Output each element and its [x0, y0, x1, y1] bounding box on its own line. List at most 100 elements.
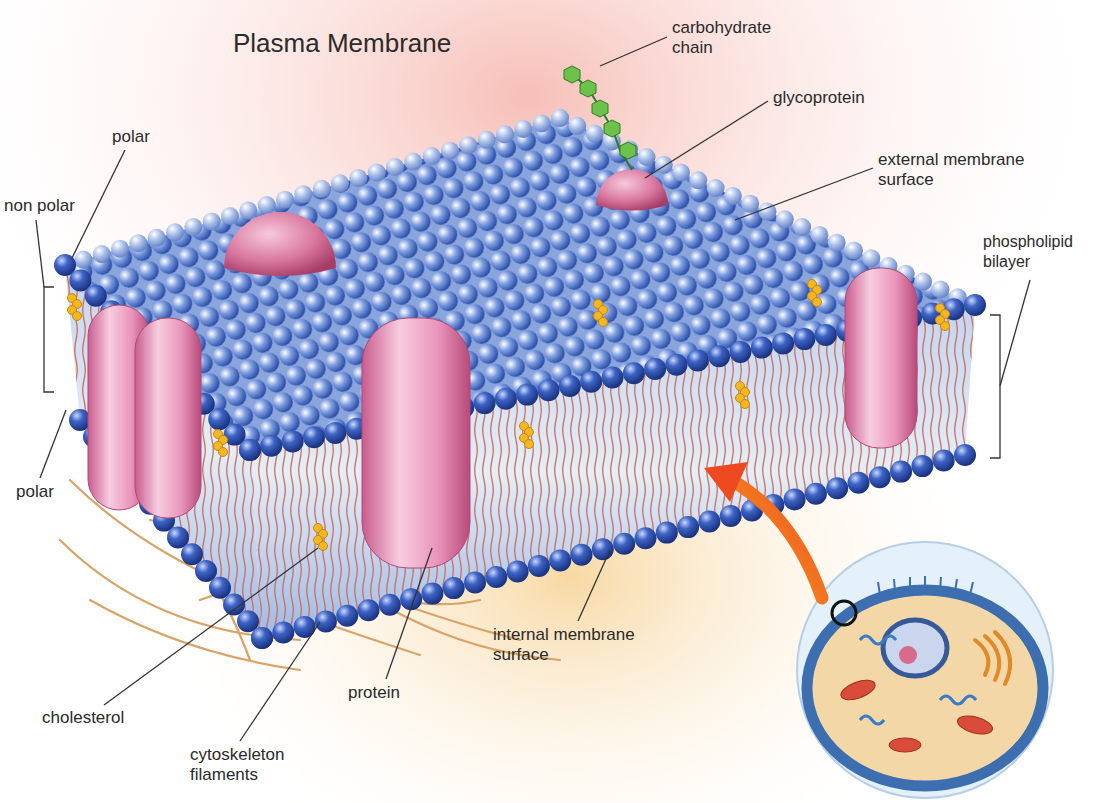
- leader-line: [600, 37, 667, 66]
- lipid-head: [655, 156, 673, 174]
- lipid-head: [810, 226, 828, 244]
- part-label: glycoprotein: [773, 88, 865, 108]
- lipid-head: [862, 249, 880, 267]
- lipid-head: [516, 384, 538, 406]
- lipid-head: [221, 207, 239, 225]
- lipid-head: [828, 234, 846, 252]
- lipid-head: [459, 136, 477, 154]
- lipid-head: [260, 435, 282, 457]
- cholesterol-molecule: [594, 300, 608, 327]
- lipid-head: [195, 560, 217, 582]
- lipid-head: [485, 566, 507, 588]
- lipid-head: [613, 533, 635, 555]
- lipid-head: [869, 466, 891, 488]
- lipid-head: [784, 488, 806, 510]
- lipid-head: [890, 461, 912, 483]
- lipid-head: [443, 577, 465, 599]
- cholesterol-molecules: [68, 280, 950, 551]
- leader-line: [36, 220, 44, 287]
- lipid-head: [203, 212, 221, 230]
- leader-line: [645, 101, 768, 178]
- lipid-head: [751, 337, 773, 359]
- membrane-slab: [65, 118, 975, 638]
- part-label: non polar: [4, 196, 75, 216]
- lipid-head: [93, 245, 111, 263]
- lipid-head: [386, 158, 404, 176]
- glycoprotein-dome: [596, 169, 668, 211]
- part-label: polar: [112, 127, 150, 147]
- part-label: cytoskeleton filaments: [190, 745, 310, 785]
- lipid-head: [85, 285, 107, 307]
- lipid-head: [933, 450, 955, 472]
- part-label: cholesterol: [42, 708, 124, 728]
- lipid-head: [672, 164, 690, 182]
- leader-line: [240, 622, 320, 741]
- nucleolus: [899, 646, 917, 664]
- lipid-head: [724, 187, 742, 205]
- lipid-head: [423, 147, 441, 165]
- lipid-head: [358, 599, 380, 621]
- lipid-head: [495, 388, 517, 410]
- leader-line: [72, 150, 125, 258]
- cholesterol-molecule: [520, 422, 534, 449]
- lipid-head: [368, 163, 386, 181]
- lipid-head: [441, 142, 459, 160]
- zoom-arrowhead: [704, 462, 748, 502]
- lipid-head: [148, 229, 166, 247]
- lipid-head: [239, 439, 261, 461]
- lipid-head: [349, 169, 367, 187]
- lipid-head: [689, 171, 707, 189]
- part-label: internal membrane surface: [493, 625, 661, 665]
- zoom-arrow: [738, 484, 822, 598]
- lipid-head: [815, 324, 837, 346]
- lipid-head: [239, 202, 257, 220]
- leader-line: [578, 550, 610, 621]
- lipid-head: [644, 358, 666, 380]
- cholesterol-molecule: [936, 304, 950, 331]
- lipid-head: [793, 218, 811, 236]
- lipid-head: [964, 294, 986, 316]
- microvilli: [878, 576, 973, 595]
- lipid-head: [549, 549, 571, 571]
- lipid-head: [331, 174, 349, 192]
- lipid-head: [793, 328, 815, 350]
- mitochondrion: [889, 738, 921, 752]
- lipid-head: [111, 240, 129, 258]
- lipid-head: [698, 511, 720, 533]
- golgi: [975, 632, 1010, 684]
- lipid-head: [478, 131, 496, 149]
- part-label: protein: [348, 683, 400, 703]
- lipid-head: [586, 125, 604, 143]
- lipid-head: [276, 191, 294, 209]
- lipid-head: [496, 125, 514, 143]
- lipid-head: [911, 455, 933, 477]
- membrane-proteins: [88, 169, 917, 568]
- lipid-head: [184, 218, 202, 236]
- lipid-head: [514, 120, 532, 138]
- lipid-head: [313, 180, 331, 198]
- lipid-head: [272, 622, 294, 644]
- lipid-head: [826, 477, 848, 499]
- lipid-head: [571, 544, 593, 566]
- lipid-head: [551, 109, 569, 127]
- lipid-head: [559, 375, 581, 397]
- lipid-head: [848, 472, 870, 494]
- lipid-head: [74, 251, 92, 269]
- inset-circle: [797, 542, 1053, 798]
- lipid-head: [421, 583, 443, 605]
- cell-body: [807, 590, 1043, 786]
- lipid-head: [129, 234, 147, 252]
- part-label: external membrane surface: [878, 150, 1056, 190]
- lipid-head: [845, 242, 863, 260]
- lipid-head: [772, 332, 794, 354]
- lipid-head: [687, 349, 709, 371]
- diagram-title: Plasma Membrane: [233, 28, 451, 58]
- lipid-head: [720, 505, 742, 527]
- lipid-head: [620, 140, 638, 158]
- lipid-head: [538, 379, 560, 401]
- bracket: [990, 315, 1000, 458]
